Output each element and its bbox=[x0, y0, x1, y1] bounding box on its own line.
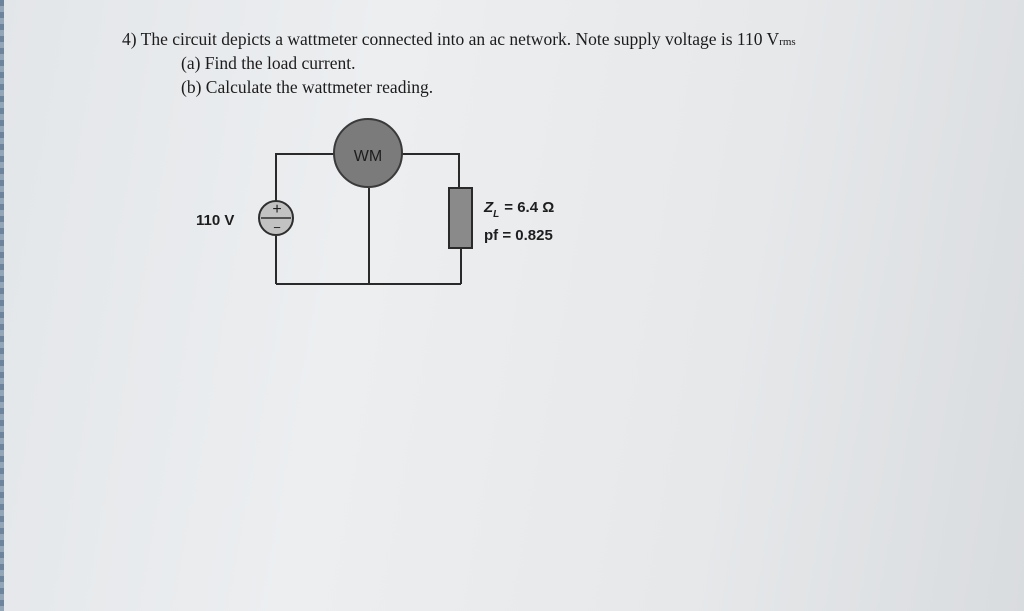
question-intro: 4) The circuit depicts a wattmeter conne… bbox=[122, 28, 796, 54]
load-impedance-label: ZL = 6.4 Ω bbox=[483, 199, 554, 220]
load-impedance-symbol bbox=[448, 187, 473, 249]
page-edge bbox=[0, 0, 4, 611]
question-number: 4) bbox=[122, 29, 137, 49]
source-minus-sign: − bbox=[273, 220, 281, 235]
impedance-value: = 6.4 Ω bbox=[504, 199, 554, 216]
source-plus-sign: + bbox=[272, 201, 281, 218]
question-part-b: (b) Calculate the wattmeter reading. bbox=[181, 77, 434, 97]
question-part-a: (a) Find the load current. bbox=[181, 53, 356, 73]
load-power-factor: pf = 0.825 bbox=[484, 227, 553, 244]
impedance-symbol: Z bbox=[483, 199, 494, 216]
source-voltage-label: 110 V bbox=[196, 212, 234, 229]
impedance-subscript: L bbox=[493, 209, 499, 220]
wire-top-right bbox=[400, 153, 460, 188]
wire-top-left bbox=[275, 153, 334, 201]
wattmeter-symbol bbox=[333, 118, 403, 188]
question-text: The circuit depicts a wattmeter connecte… bbox=[140, 29, 780, 49]
wattmeter-label: WM bbox=[354, 148, 382, 165]
rms-subscript: rms bbox=[779, 36, 796, 48]
